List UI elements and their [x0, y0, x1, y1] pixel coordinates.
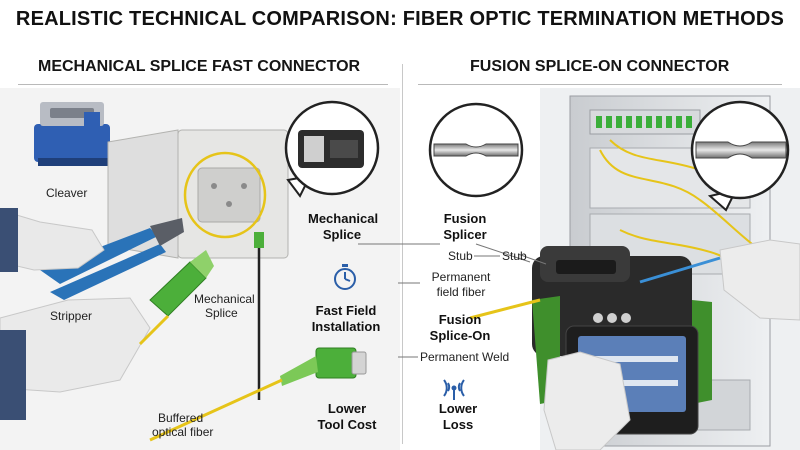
- fusion-splice-zoom-bubble: [428, 102, 524, 198]
- stub-label-left: Stub: [448, 249, 473, 263]
- mechanical-splice-zoom-bubble: [284, 100, 380, 198]
- permanent-weld-label: Permanent Weld: [420, 350, 510, 364]
- stub-label-right: Stub: [502, 249, 527, 263]
- center-divider: [402, 64, 403, 444]
- lower-loss-line2: Loss: [442, 417, 474, 432]
- left-section-title: MECHANICAL SPLICE FAST CONNECTOR: [38, 58, 361, 75]
- fast-connector-green: [138, 250, 214, 346]
- cleaver-tool: [34, 102, 110, 166]
- permanent-field-fiber-line2: field fiber: [436, 285, 486, 299]
- page-title: REALISTIC TECHNICAL COMPARISON: FIBER OP…: [15, 8, 785, 30]
- stopwatch-icon: [334, 264, 356, 290]
- right-section-title: FUSION SPLICE-ON CONNECTOR: [470, 58, 730, 75]
- stripper-tool: [40, 218, 184, 300]
- fusion-splicer-heading-line1: Fusion: [443, 211, 487, 226]
- permanent-field-fiber-line1: Permanent: [431, 270, 491, 284]
- fusion-splice-on-heading-line1: Fusion: [438, 312, 482, 327]
- mechanical-splice-heading-line1: Mechanical: [308, 211, 379, 226]
- signal-icon: [443, 379, 465, 400]
- fast-field-installation-line1: Fast Field: [315, 303, 377, 318]
- cleaver-label: Cleaver: [46, 186, 88, 200]
- mechanical-splice-label-line1: Mechanical: [194, 292, 255, 306]
- permanent-weld-zoom-bubble: [690, 100, 790, 212]
- buffered-fiber-label-line1: Buffered: [158, 411, 204, 425]
- mechanical-splice-heading-line2: Splice: [322, 227, 362, 242]
- mechanical-splice-label-line2: Splice: [205, 306, 238, 320]
- fusion-splice-on-heading-line2: Splice-On: [429, 328, 491, 343]
- leader-lines: [358, 243, 547, 358]
- right-heading-rule: [418, 84, 782, 85]
- lower-tool-cost-line1: Lower: [327, 401, 367, 416]
- stripper-label: Stripper: [50, 309, 93, 323]
- lower-loss-line1: Lower: [438, 401, 478, 416]
- gloved-hands-right: [543, 239, 800, 450]
- left-heading-rule: [18, 84, 388, 85]
- gloved-hands-left: [0, 208, 151, 420]
- lower-tool-cost-line2: Tool Cost: [317, 417, 377, 432]
- fusion-splicer-heading-line2: Splicer: [443, 227, 487, 242]
- sc-connector-green: [149, 347, 367, 442]
- wall-enclosure: [107, 129, 289, 400]
- fast-field-installation-line2: Installation: [311, 319, 381, 334]
- buffered-fiber-label-line2: optical fiber: [152, 425, 214, 439]
